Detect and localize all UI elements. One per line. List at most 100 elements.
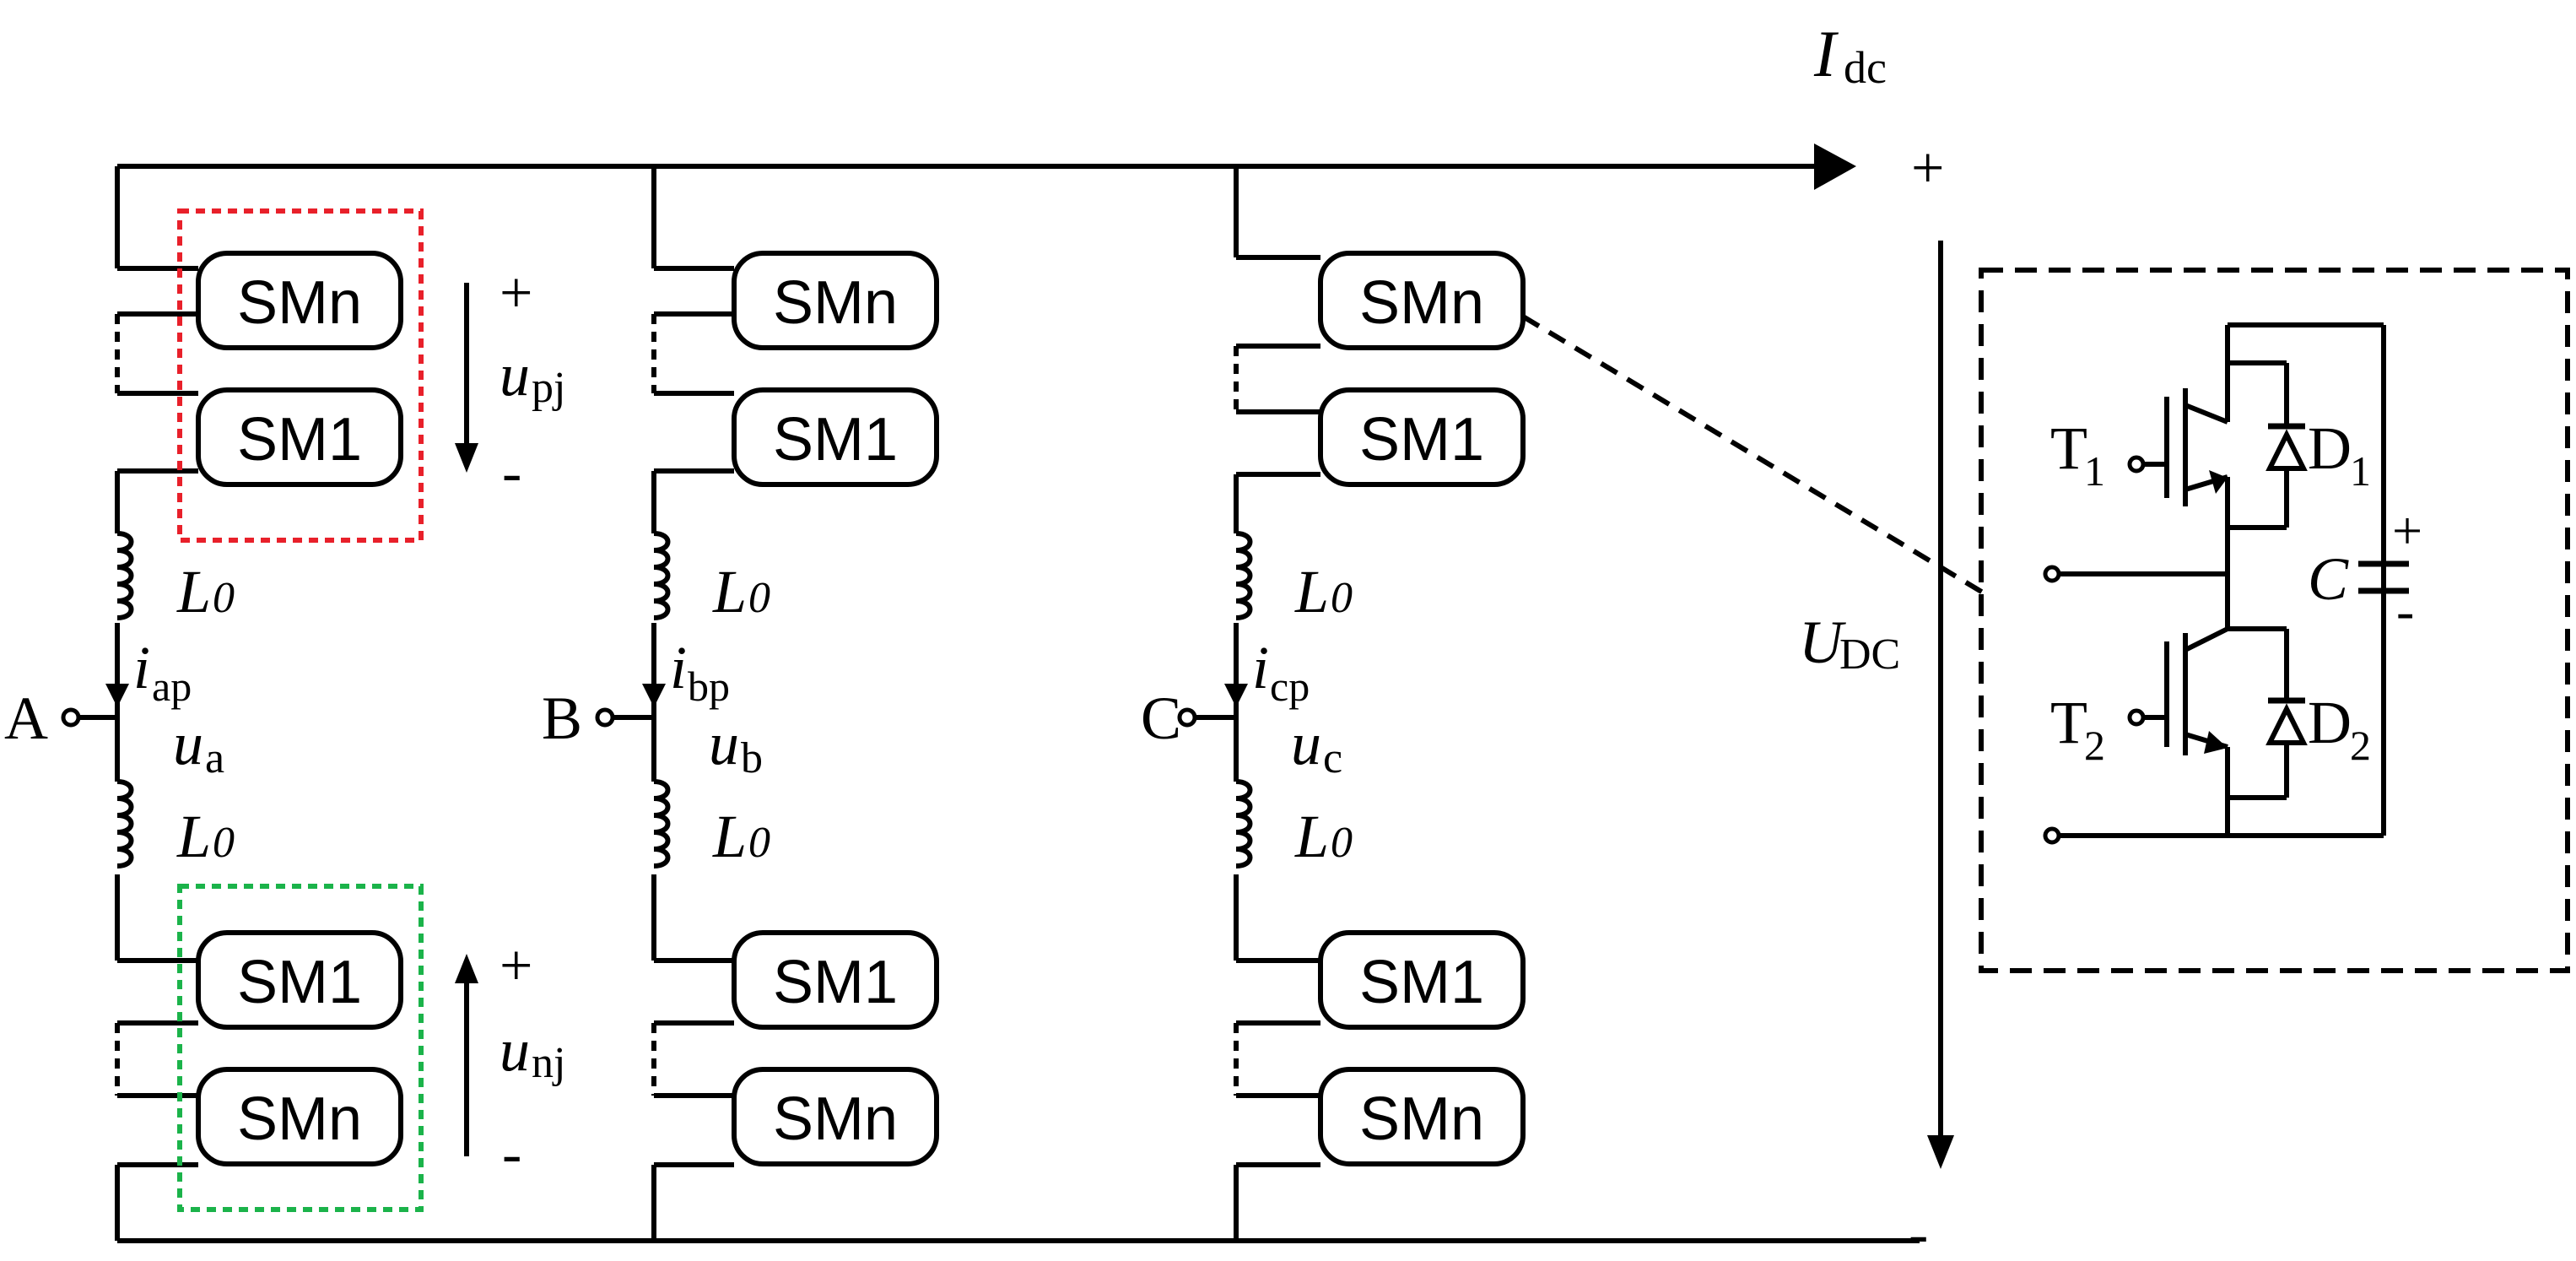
submodule-block: [1318, 387, 1526, 487]
submodule-label: SMn: [773, 1085, 898, 1153]
upper-arm-voltage-arrow: [455, 283, 478, 473]
phase-c-upper-inductor: [1236, 533, 1250, 618]
lower-arm-plus: +: [500, 934, 532, 999]
phase-a-voltage-subscript: a: [205, 734, 224, 782]
inductor-label: L: [1294, 803, 1329, 870]
t2-emitter-arrow: [2204, 731, 2228, 754]
phase-b-lower-inductor: [654, 782, 668, 866]
t2-label: T: [2050, 689, 2087, 756]
t1-label-sub: 1: [2084, 447, 2105, 495]
submodule-terminal: [2043, 565, 2061, 583]
phase-a-lower-inductor: [117, 782, 132, 866]
upper-arm-highlight-box: [177, 208, 424, 543]
phase-c-current-arrow: [1224, 684, 1248, 707]
dc-bus: [117, 143, 1920, 1243]
phase-a-voltage-symbol: u: [173, 710, 203, 777]
submodule-block: [196, 1067, 403, 1166]
submodule-label: SMn: [1359, 269, 1484, 337]
inductor-label-sub: 0: [748, 819, 770, 867]
submodule-block: [732, 930, 939, 1030]
capacitor-plus: +: [2392, 501, 2422, 560]
upper-arm-voltage-subscript: pj: [532, 364, 565, 412]
phase-c-lower-inductor: [1236, 782, 1250, 866]
dc-voltage-symbol: U: [1799, 609, 1846, 676]
inductor-label-sub: 0: [1331, 819, 1353, 867]
upper-arm-minus: -: [502, 441, 521, 506]
submodule-label: SM1: [237, 406, 362, 474]
phase-b-node-label: B: [542, 685, 582, 752]
dc-current-arrow: [1814, 143, 1856, 190]
inductor-label: L: [712, 803, 747, 870]
d1-diode: [2265, 405, 2308, 471]
d1-label: D: [2308, 414, 2352, 482]
dc-voltage-arrow: [1927, 241, 1954, 1169]
phase-c-voltage-symbol: u: [1291, 710, 1321, 777]
d1-label-sub: 1: [2350, 447, 2371, 495]
inductor-label-sub: 0: [748, 574, 770, 622]
lower-arm-highlight-box: [177, 884, 424, 1212]
submodule-label: SM1: [773, 406, 898, 474]
phase-c-node-label: C: [1141, 685, 1181, 752]
lower-arm-minus: -: [502, 1122, 521, 1187]
phase-a-node: [61, 707, 81, 728]
submodule-label: SMn: [773, 269, 898, 337]
dc-minus-sign: -: [1909, 1202, 1928, 1261]
submodule-block: [1318, 930, 1526, 1030]
submodule-block: [732, 251, 939, 350]
phase-c-node: [1177, 707, 1197, 728]
dc-current-subscript: dc: [1844, 42, 1887, 93]
submodule-block: [1318, 1067, 1526, 1166]
submodule-label: SM1: [1359, 406, 1484, 474]
inductor-label: L: [712, 558, 747, 625]
submodule-block: [196, 387, 403, 487]
t2-label-sub: 2: [2084, 722, 2105, 769]
d2-label: D: [2308, 689, 2352, 756]
upper-arm-voltage-symbol: u: [500, 341, 530, 409]
phase-c-current-subscript: cp: [1270, 663, 1310, 710]
t1-label: T: [2050, 414, 2087, 482]
phase-b-current-symbol: i: [670, 634, 687, 701]
inductor-label: L: [176, 803, 211, 870]
submodule-block: [196, 251, 403, 350]
inductor-label-sub: 0: [1331, 574, 1353, 622]
phase-c-leg: [1194, 166, 1320, 1241]
inductor-label-sub: 0: [213, 819, 235, 867]
inductor-label: L: [1294, 558, 1329, 625]
phase-a-current-subscript: ap: [152, 663, 192, 710]
dc-plus-sign: +: [1911, 136, 1944, 201]
phase-b-submodules: [732, 251, 939, 1166]
submodule-detail-box: [1979, 268, 2570, 973]
lower-arm-voltage-arrow: [455, 954, 478, 1156]
submodule-terminal: [2043, 826, 2061, 845]
t1-emitter-arrow: [2209, 470, 2228, 494]
phase-c-current-symbol: i: [1252, 634, 1269, 701]
phase-c-voltage-subscript: c: [1323, 734, 1342, 782]
d2-label-sub: 2: [2350, 722, 2371, 769]
phase-b-node: [595, 707, 615, 728]
phase-a-upper-inductor: [117, 533, 132, 618]
phase-b-voltage-subscript: b: [741, 734, 763, 782]
submodule-label: SM1: [773, 949, 898, 1016]
phase-a-node-label: A: [4, 685, 48, 752]
submodule-label: SMn: [1359, 1085, 1484, 1153]
phase-b-current-arrow: [642, 684, 666, 707]
submodule-label: SMn: [237, 269, 362, 337]
submodule-block: [1318, 251, 1526, 350]
phase-b-upper-inductor: [654, 533, 668, 618]
upper-arm-plus: +: [500, 261, 532, 326]
phase-a-submodules: [196, 251, 403, 1166]
submodule-label: SM1: [1359, 949, 1484, 1016]
t1-gate-terminal: [2127, 455, 2146, 474]
phase-b-voltage-symbol: u: [709, 710, 739, 777]
dc-current-symbol: I: [1813, 17, 1839, 90]
phase-a-leg: [78, 166, 198, 1241]
submodule-block: [732, 387, 939, 487]
lower-arm-voltage-symbol: u: [500, 1016, 530, 1084]
dc-voltage-subscript: DC: [1839, 630, 1900, 679]
submodule-block: [196, 930, 403, 1030]
lower-arm-voltage-subscript: nj: [532, 1039, 565, 1087]
capacitor-minus: -: [2396, 581, 2414, 641]
inductor-label: L: [176, 558, 211, 625]
inductor-label-sub: 0: [213, 574, 235, 622]
